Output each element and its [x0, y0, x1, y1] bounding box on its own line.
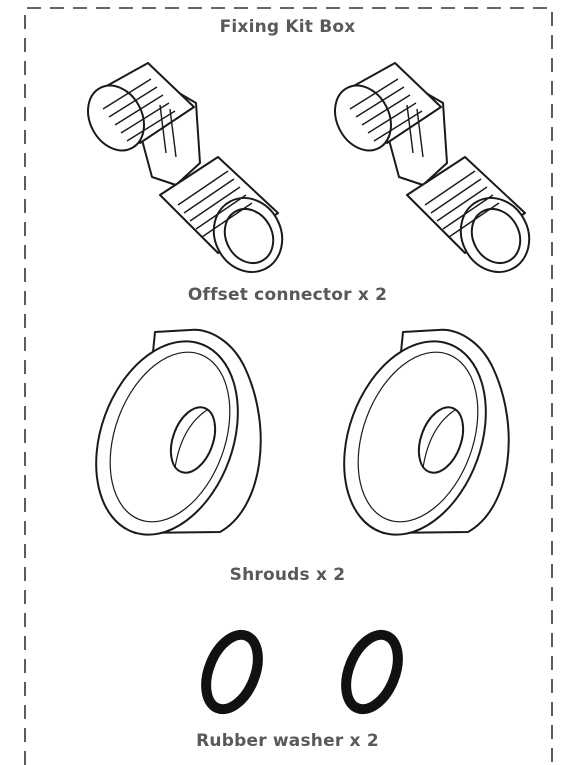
offset-connector-icon [87, 62, 284, 273]
box-title: Fixing Kit Box [219, 17, 356, 37]
rubber-washer-icon [341, 629, 403, 715]
shroud-icon [343, 328, 510, 536]
shroud-label: Shrouds x 2 [229, 565, 346, 585]
rubber-washer-icon [201, 629, 263, 715]
shroud-icon [95, 328, 262, 536]
offset-connector-icon [334, 62, 531, 273]
offset-connector-label: Offset connector x 2 [187, 285, 388, 305]
rubber-washer-label: Rubber washer x 2 [196, 731, 379, 751]
